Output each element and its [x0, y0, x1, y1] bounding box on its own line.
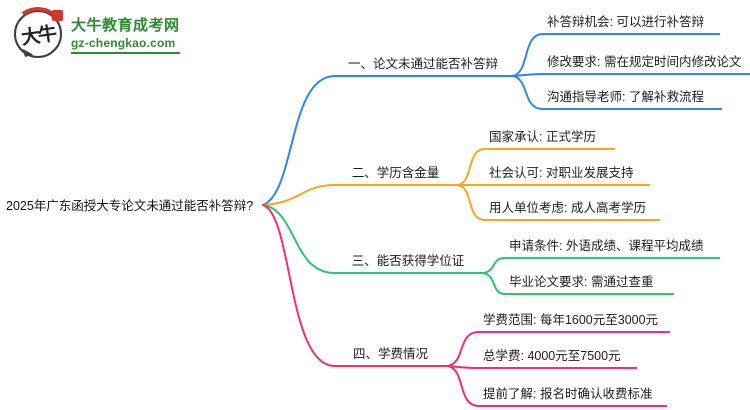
branch-4-child-2: 总学费: 4000元至7500元 — [477, 347, 637, 369]
branch-2-child-3: 用人单位考虑: 成人高考学历 — [483, 199, 660, 221]
connector-root-branch-3 — [262, 204, 336, 274]
connector-branch-2-child-1 — [457, 148, 486, 186]
connector-branch-1-child-3 — [512, 75, 544, 110]
branch-2-child-1: 国家承认: 正式学历 — [483, 128, 615, 150]
site-logo: 大牛 大牛教育成考网 gz-chengkao.com — [7, 3, 180, 66]
branch-3-child-2: 毕业论文要求: 需通过查重 — [503, 273, 674, 295]
branch-3-label: 三、能否获得学位证 — [333, 252, 483, 274]
connector-branch-3-child-2 — [482, 272, 506, 295]
branch-1-child-3: 沟通指导老师: 了解补救流程 — [541, 88, 722, 110]
logo-symbol-text: 大牛 — [19, 23, 57, 49]
connector-branch-1-child-1 — [512, 33, 544, 77]
branch-1-child-2: 修改要求: 需在规定时间内修改论文 — [541, 53, 750, 75]
branch-4-child-1: 学费范围: 每年1600元至3000元 — [477, 311, 670, 333]
root-topic: 2025年广东函授大专论文未通过能否补答辩? — [6, 199, 254, 213]
branch-2-child-2: 社会认可: 对职业发展支持 — [483, 164, 650, 186]
branch-4-child-3: 提前了解: 报名时确认收费标准 — [477, 385, 667, 407]
connector-root-branch-2 — [262, 184, 336, 206]
site-name: 大牛教育成考网 — [71, 17, 180, 34]
logo-bull-badge-icon: 大牛 — [7, 3, 69, 66]
connector-root-branch-1 — [262, 75, 336, 206]
branch-1-child-1: 补答辩机会: 可以进行补答辩 — [541, 13, 720, 35]
logo-text-block: 大牛教育成考网 gz-chengkao.com — [71, 14, 180, 54]
logo-seal-icon — [52, 10, 63, 21]
connector-branch-4-child-1 — [447, 331, 480, 367]
branch-2-label: 二、学历含金量 — [333, 164, 458, 186]
connector-branch-2-child-3 — [457, 184, 486, 221]
site-url: gz-chengkao.com — [71, 36, 180, 54]
connector-branch-3-child-1 — [482, 257, 506, 274]
branch-4-label: 四、学费情况 — [333, 345, 448, 367]
connector-root-branch-4 — [262, 204, 336, 367]
connector-branch-4-child-3 — [447, 365, 480, 407]
connector-branch-1-child-2 — [512, 73, 544, 77]
branch-1-label: 一、论文未通过能否补答辩 — [333, 55, 513, 77]
branch-3-child-1: 申请条件: 外语成绩、课程平均成绩 — [503, 237, 720, 259]
